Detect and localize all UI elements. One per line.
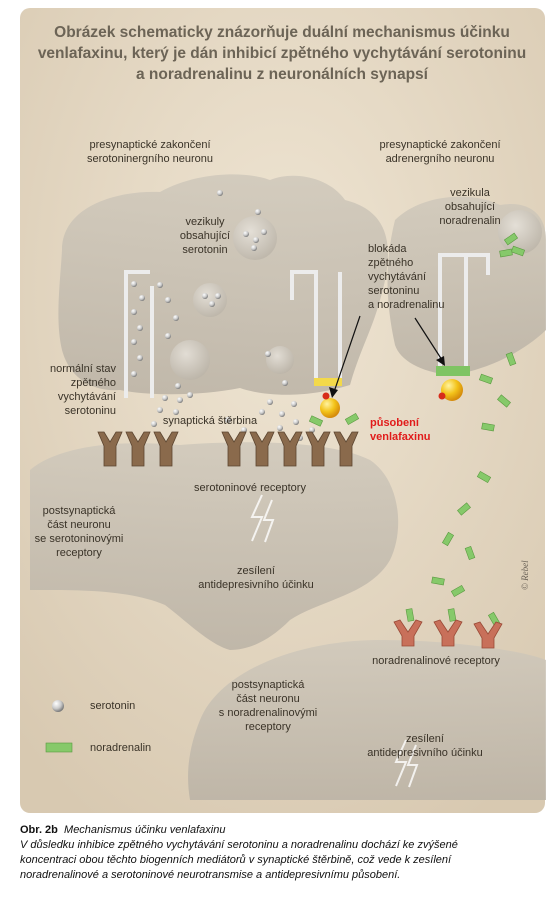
reuptake-transporter-adrenergic	[438, 253, 490, 376]
arrow-blockade-left	[333, 315, 361, 393]
label-serotonin-receptors: serotoninové receptory	[194, 482, 306, 494]
label-postsynaptic-serotonin: postsynaptická část neuronu se serotonin…	[34, 505, 124, 559]
signal-lightning	[250, 494, 419, 788]
label-vesicles-serotonin: vezikuly obsahující serotonin	[179, 216, 231, 256]
label-enhancement-1: zesílení antidepresivního účinku	[198, 565, 314, 591]
title-line: a noradrenalinu z neuronálních synapsí	[136, 66, 428, 83]
reuptake-transporter-blocked	[290, 270, 342, 386]
caption-heading: Obr. 2b Mechanismus účinku venlafaxinu	[20, 824, 226, 836]
legend-noradrenalin-icon	[45, 742, 73, 753]
arrow-blockade-right	[414, 317, 443, 361]
noradrenalin-receptors	[393, 619, 503, 649]
label-blockade: blokáda zpětného vychytávání serotoninu …	[368, 243, 445, 311]
label-enhancement-2: zesílení antidepresivního účinku	[367, 733, 483, 759]
signature: © Rebel	[520, 560, 530, 590]
serotonin-molecules	[131, 190, 315, 441]
presynaptic-serotonergic-neuron	[58, 174, 388, 395]
venlafaxine-marker	[322, 392, 330, 400]
label-normal-reuptake: normální stav zpětného vychytávání serot…	[49, 363, 116, 417]
figure-title: Obrázek schematicky znázorňuje duální me…	[24, 22, 540, 85]
title-line: Obrázek schematicky znázorňuje duální me…	[54, 24, 510, 41]
vesicle	[266, 346, 294, 374]
postsynaptic-serotonin-neuron	[30, 442, 399, 650]
noradrenalin-in-transporter	[436, 366, 470, 376]
figure-caption: Obr. 2b Mechanismus účinku venlafaxinu V…	[20, 823, 545, 883]
venlafaxine-molecule	[320, 398, 340, 418]
legend-noradrenalin-label: noradrenalin	[90, 742, 152, 754]
arrow-head	[436, 356, 445, 366]
legend-serotonin-label: serotonin	[90, 700, 136, 712]
postsynaptic-noradrenalin-neuron	[188, 640, 546, 800]
label-postsynaptic-noradrenalin: postsynaptická část neuronu s noradrenal…	[218, 679, 318, 733]
vesicle	[170, 340, 210, 380]
legend-serotonin-icon	[52, 700, 64, 712]
serotonin-receptors	[97, 431, 359, 467]
vesicle	[193, 283, 227, 317]
venlafaxine-marker	[438, 392, 446, 400]
title-line: venlafaxinu, který je dán inhibicí zpětn…	[37, 45, 527, 62]
reuptake-transporter-normal	[124, 270, 154, 398]
noradrenalin-molecules	[308, 232, 526, 627]
label-presynaptic-adrenergic: presynaptické zakončení adrenergního neu…	[379, 139, 501, 165]
venlafaxine-molecule	[441, 379, 463, 401]
label-venlafaxine-action: působení venlafaxinu	[370, 417, 431, 443]
label-vesicle-noradrenalin: vezikula obsahující noradrenalin	[439, 187, 501, 227]
label-noradrenalin-receptors: noradrenalinové receptory	[372, 655, 500, 667]
label-synaptic-cleft: synaptická štěrbina	[162, 415, 258, 427]
arrow-head	[329, 387, 338, 398]
transporter-tip	[314, 378, 342, 386]
label-presynaptic-serotonergic: presynaptické zakončení serotoninergního…	[87, 139, 213, 165]
